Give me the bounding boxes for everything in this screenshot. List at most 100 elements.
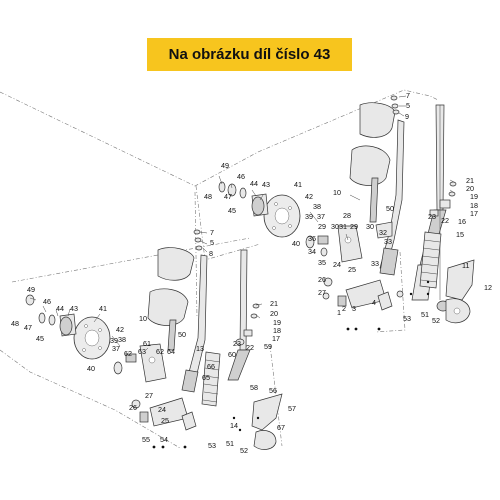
callout-33b: 33 (371, 259, 379, 268)
callout-39: 39 (305, 212, 313, 221)
callout-18a: 18 (470, 201, 478, 210)
callout-5b: 5 (210, 238, 214, 247)
callout-7: 7 (406, 91, 410, 100)
callout-18b: 18 (273, 326, 281, 335)
callout-64: 64 (167, 347, 175, 356)
callout-38b: 38 (118, 335, 126, 344)
callout-41: 41 (294, 180, 302, 189)
callout-62a: 62 (124, 349, 132, 358)
callout-17a: 17 (470, 209, 478, 218)
callout-29b: 29 (350, 222, 358, 231)
callout-60: 60 (228, 350, 236, 359)
callout-43: 43 (262, 180, 270, 189)
callout-67: 67 (277, 423, 285, 432)
callout-54: 54 (160, 435, 168, 444)
callout-51a: 51 (421, 310, 429, 319)
callout-25b: 25 (161, 416, 169, 425)
callout-4: 4 (372, 298, 376, 307)
lower-bracket-56 (251, 393, 283, 431)
callout-1: 1 (337, 308, 341, 317)
callout-13: 13 (196, 344, 204, 353)
callout-56: 56 (269, 386, 277, 395)
callout-2: 2 (342, 304, 346, 313)
callout-55: 55 (142, 435, 150, 444)
lower-caliper-61 (113, 343, 167, 383)
assembly-outline-lower (0, 191, 283, 449)
callout-59: 59 (264, 342, 272, 351)
callout-52a: 52 (432, 316, 440, 325)
callout-33a: 33 (384, 237, 392, 246)
callout-66: 66 (207, 362, 215, 371)
callout-15: 15 (456, 230, 464, 239)
lower-hub-43 (25, 294, 77, 337)
lower-fork-tube-2 (181, 254, 208, 393)
callout-51b: 51 (226, 439, 234, 448)
callout-19b: 19 (273, 318, 281, 327)
callout-20a: 20 (466, 184, 474, 193)
callout-47: 47 (224, 192, 232, 201)
callout-34: 34 (308, 247, 316, 256)
callout-21b: 21 (270, 299, 278, 308)
callout-40: 40 (292, 239, 300, 248)
callout-28: 28 (343, 211, 351, 220)
callout-29a: 29 (318, 222, 326, 231)
callout-11: 11 (462, 261, 469, 270)
callout-65: 65 (202, 373, 210, 382)
upper-brake-disc (263, 194, 301, 238)
callout-5: 5 (406, 101, 410, 110)
callout-44: 44 (250, 179, 258, 188)
reference-dots (152, 280, 430, 449)
banner-text: Na obrázku díl číslo 43 (168, 46, 331, 63)
upper-bolt-set (390, 95, 457, 217)
callout-46b: 46 (43, 297, 51, 306)
callout-58: 58 (250, 383, 258, 392)
callout-26a: 26 (318, 275, 326, 284)
callout-36: 36 (308, 234, 316, 243)
callout-25a: 25 (348, 265, 356, 274)
callout-61: 61 (143, 339, 151, 348)
callout-57: 57 (288, 404, 296, 413)
callout-53a: 53 (403, 314, 411, 323)
callout-12: 12 (484, 283, 492, 292)
callout-22b: 22 (246, 343, 254, 352)
lower-fork-tube (227, 249, 251, 381)
callout-48: 48 (204, 192, 212, 201)
callout-30b: 30 (366, 222, 374, 231)
callout-50a: 50 (386, 204, 394, 213)
callout-24a: 24 (333, 260, 341, 269)
callout-3: 3 (352, 304, 356, 313)
lower-brake-disc (73, 316, 111, 360)
callout-62b: 62 (156, 347, 164, 356)
lower-steering-stem (147, 247, 195, 351)
callout-37b: 37 (112, 344, 120, 353)
callout-42b: 42 (116, 325, 124, 334)
callout-38: 38 (313, 202, 321, 211)
callout-63: 63 (138, 347, 146, 356)
callout-32: 32 (379, 228, 387, 237)
callout-49b: 49 (27, 285, 35, 294)
callout-52b: 52 (240, 446, 248, 455)
callout-30a: 30 (331, 222, 339, 231)
callout-9: 9 (405, 112, 409, 121)
callout-14: 14 (230, 421, 238, 430)
upper-hub-52 (445, 298, 471, 324)
lower-axle-parts (131, 397, 197, 431)
callout-8b: 8 (209, 249, 213, 258)
leader-lines (29, 95, 455, 351)
callout-23a: 23 (428, 212, 436, 221)
upper-bracket-11 (445, 259, 475, 301)
upper-axle-parts (322, 277, 404, 311)
callout-46: 46 (237, 172, 245, 181)
lower-spring-58 (201, 351, 221, 407)
callout-49: 49 (221, 161, 229, 170)
upper-hub-43 (218, 181, 269, 217)
callout-45: 45 (228, 206, 236, 215)
part-number-banner: Na obrázku díl číslo 43 (147, 38, 352, 71)
callout-40b: 40 (87, 364, 95, 373)
upper-caliper-28 (305, 225, 363, 263)
callout-7b: 7 (210, 228, 214, 237)
callout-labels: 7 5 9 49 46 44 43 48 47 45 41 42 38 39 3… (11, 91, 492, 455)
callout-20b: 20 (270, 309, 278, 318)
callout-35: 35 (318, 258, 326, 267)
lower-hub-52 (253, 430, 277, 450)
